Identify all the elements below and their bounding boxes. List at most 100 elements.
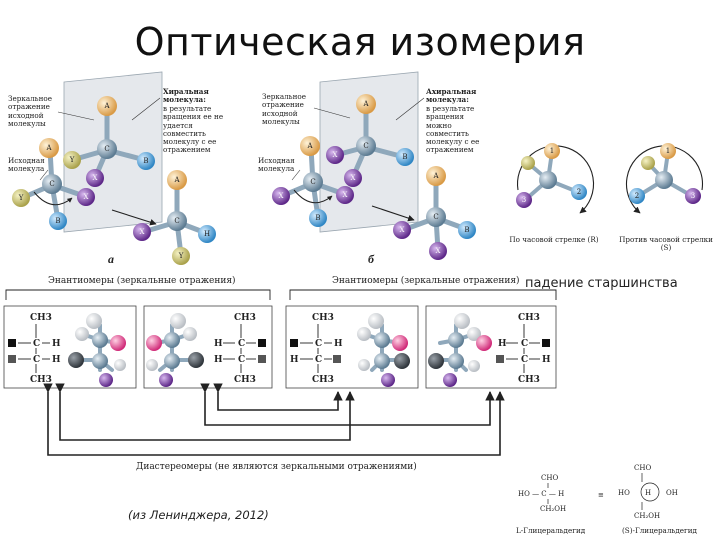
atom-number-3: 3 bbox=[522, 196, 526, 204]
chiral-title: Хиральная молекула: bbox=[163, 87, 209, 105]
sub-hatched bbox=[496, 355, 504, 363]
atom-h bbox=[368, 313, 384, 329]
atom-letter-c: C bbox=[49, 180, 54, 188]
ccw-label: Против часовой стрелки (S) bbox=[619, 235, 713, 253]
mirror-label-a: Зеркальное отражение исходной молекулы bbox=[8, 94, 52, 128]
atom-c bbox=[539, 171, 557, 189]
atom-c bbox=[374, 353, 390, 369]
atom-letter-a: A bbox=[432, 172, 439, 180]
c-upper: C bbox=[315, 339, 322, 349]
enantiomers-label-1: Энантиомеры (зеркальные отражения) bbox=[48, 276, 236, 286]
atom-letter-a: A bbox=[45, 144, 52, 152]
atom-h bbox=[454, 313, 470, 329]
atom-h bbox=[198, 225, 216, 243]
l-glyceraldehyde-label: L-Глицеральдегид bbox=[516, 526, 586, 535]
atom-a bbox=[426, 166, 446, 186]
atom-x bbox=[443, 373, 457, 387]
atom-pink bbox=[146, 335, 162, 351]
atom-x bbox=[326, 146, 344, 164]
mirror-label-b: Зеркальное отражение исходной молекулы bbox=[262, 92, 306, 126]
atom-y bbox=[63, 151, 81, 169]
panel-a: A Y B X C A Y X B C A X H Y C bbox=[12, 71, 216, 265]
ch3-top: CH3 bbox=[518, 313, 540, 323]
atom-3 bbox=[685, 188, 701, 204]
atom-b bbox=[137, 152, 155, 170]
atom-c bbox=[356, 136, 376, 156]
atom-dark bbox=[428, 353, 444, 369]
atom-c bbox=[448, 353, 464, 369]
atom-letter-c: C bbox=[433, 213, 438, 221]
atom-letter-h: H bbox=[204, 230, 210, 238]
atom-c bbox=[374, 332, 390, 348]
atom-x bbox=[381, 373, 395, 387]
enantiomers-label-2: Энантиомеры (зеркальные отражения) bbox=[332, 276, 520, 286]
atom-letter-a: A bbox=[173, 176, 180, 184]
atom-x bbox=[336, 186, 354, 204]
svg-text:HO — C — H: HO — C — H bbox=[518, 490, 564, 498]
atom-c bbox=[97, 139, 117, 159]
svg-text:CHO: CHO bbox=[541, 474, 558, 482]
atom-letter-x: X bbox=[436, 247, 441, 255]
h-upper: H bbox=[214, 339, 223, 349]
ch3-top: CH3 bbox=[234, 313, 256, 323]
h-upper: H bbox=[498, 339, 507, 349]
achiral-title: Ахиральная молекула: bbox=[426, 87, 477, 105]
atom-h bbox=[357, 327, 371, 341]
ch3-bottom: CH3 bbox=[30, 375, 52, 385]
atom-c bbox=[426, 207, 446, 227]
atom-2 bbox=[629, 188, 645, 204]
atom-h bbox=[468, 360, 480, 372]
ch3-top: CH3 bbox=[30, 313, 52, 323]
atom-2 bbox=[571, 184, 587, 200]
h-lower: H bbox=[52, 355, 61, 365]
atom-h bbox=[114, 359, 126, 371]
atom-dark bbox=[394, 353, 410, 369]
c-upper: C bbox=[33, 339, 40, 349]
c-lower: C bbox=[238, 355, 245, 365]
cw-label: По часовой стрелке (R) bbox=[509, 235, 599, 244]
h-upper: H bbox=[334, 339, 343, 349]
atom-letter-x: X bbox=[333, 151, 338, 159]
atom-letter-b: B bbox=[464, 226, 469, 234]
rotation-s: 1 2 3 bbox=[626, 143, 704, 214]
atom-letter-x: X bbox=[93, 174, 98, 182]
atom-letter-x: X bbox=[343, 191, 348, 199]
atom-dark bbox=[188, 352, 204, 368]
atom-c bbox=[92, 353, 108, 369]
svg-text:H: H bbox=[645, 489, 651, 497]
atom-a bbox=[167, 170, 187, 190]
c-lower: C bbox=[33, 355, 40, 365]
atom-number-2: 2 bbox=[577, 188, 581, 196]
atom-c bbox=[655, 171, 673, 189]
fischer-box-4: CH3 C C CH3 H H bbox=[428, 313, 551, 387]
sub-black bbox=[542, 339, 550, 347]
atom-1 bbox=[544, 143, 560, 159]
fischer-box-2: CH3 C C CH3 H H bbox=[146, 313, 266, 387]
atom-number-2: 2 bbox=[635, 192, 639, 200]
atom-x bbox=[77, 188, 95, 206]
atom-number-1: 1 bbox=[550, 147, 554, 155]
fischer-box-3: CH3 C C CH3 H H bbox=[290, 313, 410, 387]
svg-text:HO: HO bbox=[618, 489, 630, 497]
h-upper: H bbox=[52, 339, 61, 349]
atom-4 bbox=[521, 156, 535, 170]
diastereomers-label: Диастереомеры (не являются зеркальными о… bbox=[136, 462, 417, 472]
atom-h bbox=[358, 359, 370, 371]
ch3-bottom: CH3 bbox=[312, 375, 334, 385]
c-upper: C bbox=[238, 339, 245, 349]
atom-c bbox=[303, 172, 323, 192]
c-lower: C bbox=[521, 355, 528, 365]
ch3-top: CH3 bbox=[312, 313, 334, 323]
atom-pink bbox=[476, 335, 492, 351]
atom-3 bbox=[516, 192, 532, 208]
svg-text:CH₂OH: CH₂OH bbox=[634, 512, 660, 520]
atom-c bbox=[167, 211, 187, 231]
atom-c bbox=[42, 174, 62, 194]
atom-x bbox=[272, 187, 290, 205]
ch3-bottom: CH3 bbox=[518, 375, 540, 385]
svg-text:≡: ≡ bbox=[598, 491, 604, 499]
atom-x bbox=[344, 169, 362, 187]
sub-hatched bbox=[8, 355, 16, 363]
panel-letter-b: б bbox=[368, 252, 374, 266]
h-lower: H bbox=[542, 355, 551, 365]
